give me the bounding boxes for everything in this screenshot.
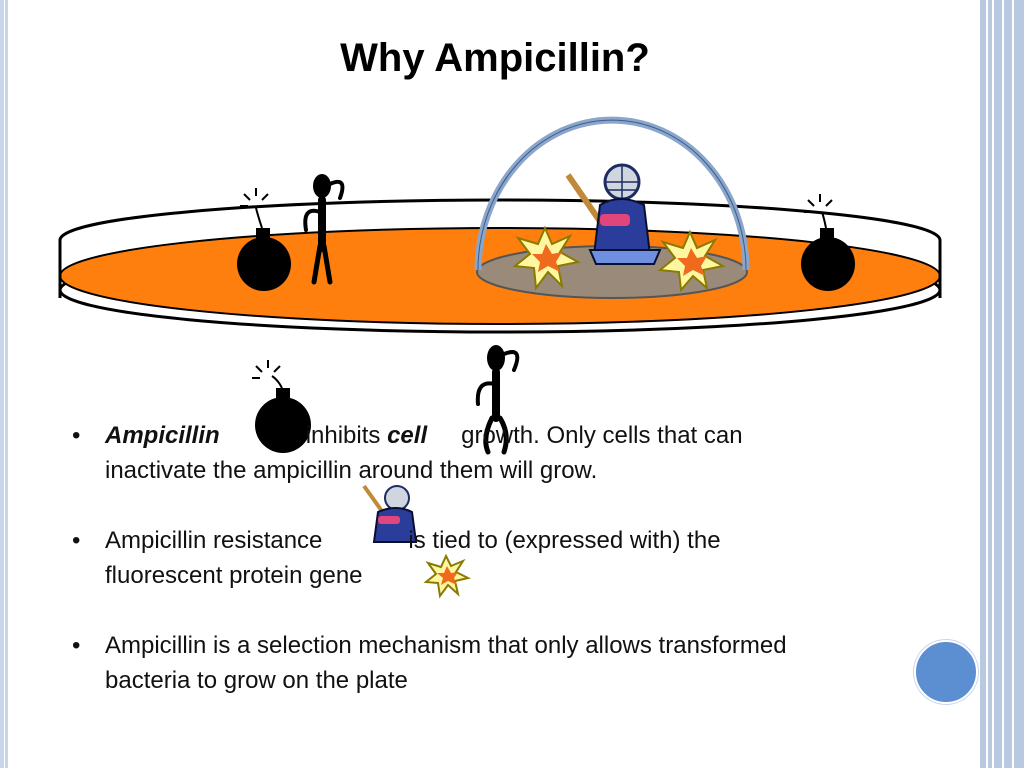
bullet-text: Ampicillin resistance	[105, 527, 323, 554]
kendo-warrior-icon	[565, 163, 662, 265]
bullet-text: fluorescent protein gene	[105, 562, 363, 589]
bullet-item-ampicillin-inhibits: Ampicillin inhibits cell growth. Only cell…	[72, 418, 952, 488]
bullet-list: Ampicillin inhibits cell growth. Only cell…	[72, 418, 952, 733]
bomb-icon-right	[801, 194, 855, 291]
term-ampicillin: Ampicillin	[105, 422, 220, 449]
bullet-text: inhibits	[305, 422, 381, 449]
explosion-icon-right	[657, 229, 726, 293]
bomb-icon-left	[237, 188, 291, 291]
page-title: Why Ampicillin?	[340, 36, 650, 80]
right-border-decoration	[978, 0, 1024, 768]
bullet-text: Ampicillin is a selection mechanism that…	[105, 632, 787, 659]
bullet-text: bacteria to grow on the plate	[105, 667, 408, 694]
bullet-item-resistance: Ampicillin resistance is tied to (express…	[72, 523, 952, 593]
bullet-item-selection: Ampicillin is a selection mechanism that…	[72, 628, 952, 698]
bullet-text: is tied to (expressed with) the	[408, 527, 721, 554]
left-border-decoration	[0, 0, 8, 768]
bullet-text: inactivate the ampicillin around them wi…	[105, 457, 598, 484]
stick-figure-cell-icon	[303, 174, 345, 285]
bullet-text: growth. Only cells that can	[461, 422, 743, 449]
term-cell: cell	[387, 422, 428, 449]
explosion-icon-left	[512, 225, 581, 291]
petri-dish-rim	[58, 198, 942, 241]
decorative-circle	[914, 640, 978, 704]
